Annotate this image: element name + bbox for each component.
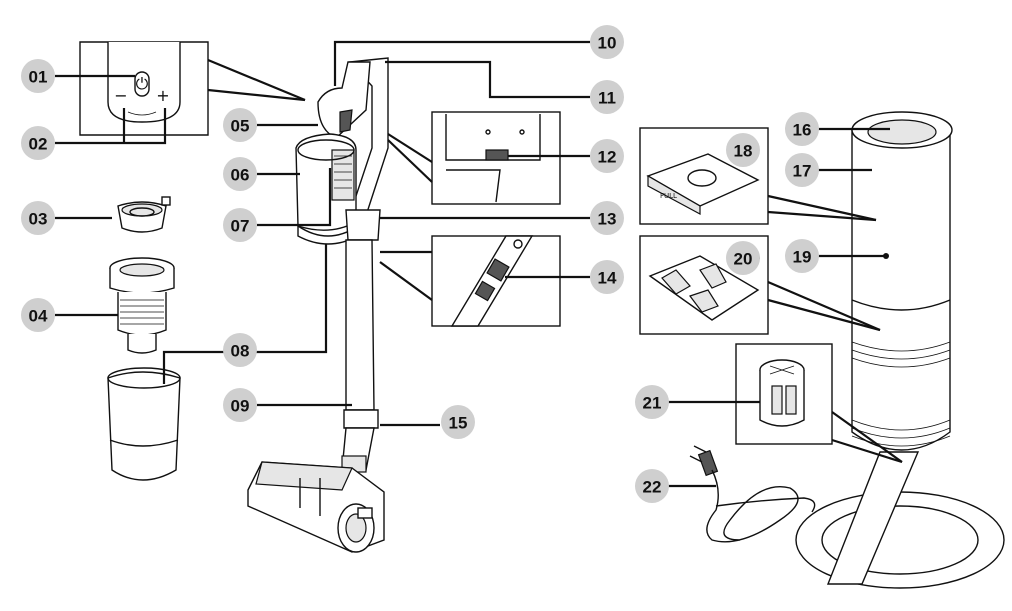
callout-08: 08 [223,333,257,367]
callout-number: 18 [734,142,753,161]
callout-02: 02 [21,126,55,160]
callout-badge [726,241,760,275]
callout-badge [635,385,669,419]
power-symbol: ⏻ [136,74,149,93]
callout-01: 01 [21,59,55,93]
power-cord [689,445,816,543]
stick-vacuum [247,57,389,553]
callout-03: 03 [21,201,55,235]
callout-number: 11 [598,89,616,108]
callout-number: 09 [231,397,250,416]
callout-07: 07 [223,208,257,242]
minus-symbol: − [114,86,127,105]
leader-lines-center [257,40,590,427]
callout-badge [590,260,624,294]
callout-number: 02 [29,135,48,154]
callout-badge [21,298,55,332]
callout-badge [223,388,257,422]
callout-number: 08 [231,342,250,361]
callout-number: 17 [793,162,812,181]
callout-badge [223,108,257,142]
callout-number: 03 [29,210,48,229]
callout-number: 07 [231,217,250,236]
dust-bin-part [107,238,328,481]
callout-badge [635,469,669,503]
callout-number: 10 [598,34,617,53]
callout-number: 06 [231,166,250,185]
plus-symbol: + [156,86,169,105]
callout-05: 05 [223,108,257,142]
callout-badge [590,139,624,173]
callout-11: 11 [590,80,624,114]
callout-badge [21,201,55,235]
callout-06: 06 [223,157,257,191]
callout-number: 01 [29,68,48,87]
callout-number: 05 [231,117,250,136]
callout-badge [21,126,55,160]
callout-number: 22 [643,478,662,497]
callout-10: 10 [590,25,624,59]
callout-21: 21 [635,385,669,419]
callout-16: 16 [785,112,819,146]
callout-badge [441,405,475,439]
control-panel-inset: ⏻ − + [79,41,306,136]
callout-badge [726,133,760,167]
callout-15: 15 [441,405,475,439]
callout-20: 20 [726,241,760,275]
callout-badge [590,80,624,114]
callout-18: 18 [726,133,760,167]
cyclone-cap-part [117,196,171,233]
callout-13: 13 [590,201,624,235]
callout-17: 17 [785,153,819,187]
callout-badge [785,112,819,146]
filter-assembly-part [109,257,175,354]
callout-19: 19 [785,239,819,273]
callout-badge [223,333,257,367]
clean-station [795,111,1005,589]
callout-number: 13 [598,210,617,229]
callout-04: 04 [21,298,55,332]
callout-badge [21,59,55,93]
callout-number: 16 [793,121,812,140]
callout-number: 14 [598,269,617,288]
callout-number: 20 [734,250,753,269]
station-filter-inset [735,343,903,464]
callout-number: 04 [29,307,48,326]
tube-release-inset [379,235,590,327]
callout-badge [590,25,624,59]
callout-layer: 01 02 03 04 05 06 07 08 09 10 11 12 13 14 15 16 17 18 19 20… [21,25,819,503]
callout-number: 12 [598,148,617,167]
callout-badge [590,201,624,235]
callout-badge [785,239,819,273]
bag-holder-inset [639,235,881,335]
callout-badge [223,157,257,191]
dust-bag-label: FULL [660,192,677,200]
callout-number: 19 [793,248,812,267]
callout-badge [785,153,819,187]
callout-12: 12 [590,139,624,173]
battery-release-inset [387,111,590,205]
callout-09: 09 [223,388,257,422]
callout-14: 14 [590,260,624,294]
power-button [134,71,150,97]
callout-22: 22 [635,469,669,503]
callout-number: 21 [643,394,662,413]
callout-badge [223,208,257,242]
callout-number: 15 [449,414,468,433]
leader-lines-left [55,74,167,317]
